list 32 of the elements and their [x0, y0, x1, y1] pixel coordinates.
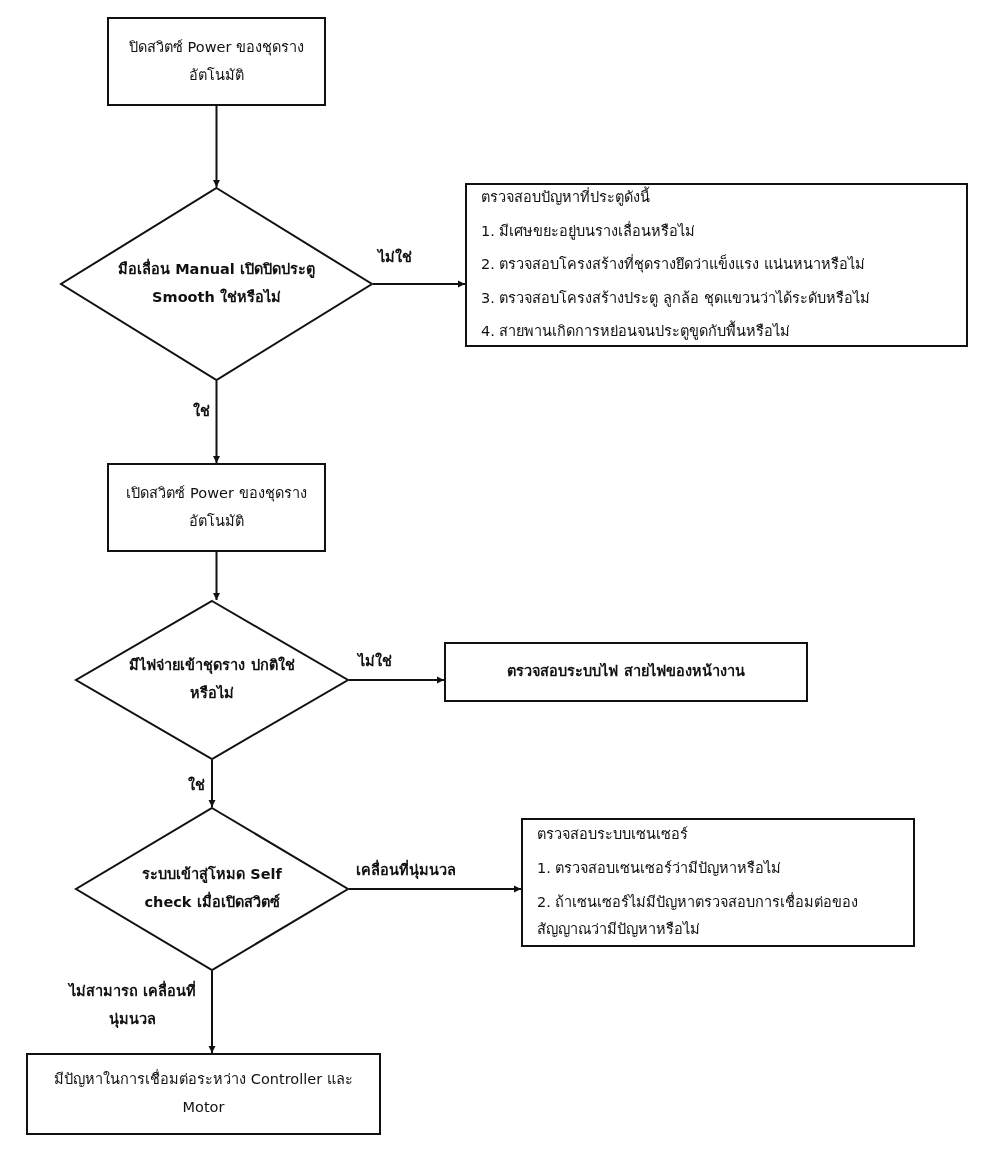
decision-text: ระบบเข้าสู่โหมด Self check เมื่อเปิดสวิตซ์	[141, 865, 283, 912]
step-text: ตรวจสอบปัญหาที่ประตูดังนี้	[481, 184, 650, 212]
step-text: ตรวจสอบระบบไฟ สายไฟของหน้างาน	[507, 662, 745, 682]
step-text: ปิดสวิตซ์ Power ของชุดรางอัตโนมัติ	[127, 37, 306, 85]
arrow	[213, 380, 220, 464]
decision-text: มือเลื่อน Manual เปิดปิดประตู Smooth ใช่หรือไม่	[104, 256, 329, 312]
decision-diamond	[75, 600, 349, 760]
arrow	[348, 676, 445, 684]
decision-diamond	[60, 187, 373, 381]
process-box	[444, 642, 808, 702]
process-box	[26, 1053, 381, 1135]
process-box	[521, 818, 915, 947]
process-box	[107, 17, 326, 106]
arrow	[372, 280, 466, 288]
step-text: 2. ตรวจสอบโครงสร้างที่ชุดรางยึดว่าแข็งแรง แน่นหนาหรือไม่	[481, 253, 866, 275]
step-text: ตรวจสอบระบบเซนเซอร์	[537, 825, 688, 845]
process-box	[107, 463, 326, 552]
arrow	[208, 759, 216, 808]
arrow	[348, 885, 522, 893]
decision-text: มีไฟจ่ายเข้าชุดราง ปกติใช่หรือไม่	[128, 655, 296, 703]
arrow	[213, 551, 220, 601]
arrow	[208, 970, 216, 1054]
step-text: 3. ตรวจสอบโครงสร้างประตู ลูกล้อ ชุดแขวนว่าได้ระดับหรือไม่	[481, 288, 870, 309]
step-text: เปิดสวิตซ์ Power ของชุดรางอัตโนมัติ	[125, 483, 308, 531]
step-text: มีปัญหาในการเชื่อมต่อระหว่าง Controller และ Motor	[53, 1068, 354, 1117]
decision-diamond	[75, 807, 349, 971]
step-text: 1. ตรวจสอบเซนเซอร์ว่ามีปัญหาหรือไม่	[537, 858, 782, 878]
process-box	[465, 183, 968, 347]
step-text: 2. ถ้าเซนเซอร์ไม่มีปัญหาตรวจสอบการเชื่อมต่อของสัญญาณว่ามีปัญหาหรือไม่	[537, 891, 860, 940]
step-text: 4. สายพานเกิดการหย่อนจนประตูขูดกับพื้นหรือไม่	[481, 318, 791, 346]
step-text: 1. มีเศษขยะอยู่บนรางเลื่อนหรือไม่	[481, 220, 696, 242]
arrow	[213, 105, 220, 188]
